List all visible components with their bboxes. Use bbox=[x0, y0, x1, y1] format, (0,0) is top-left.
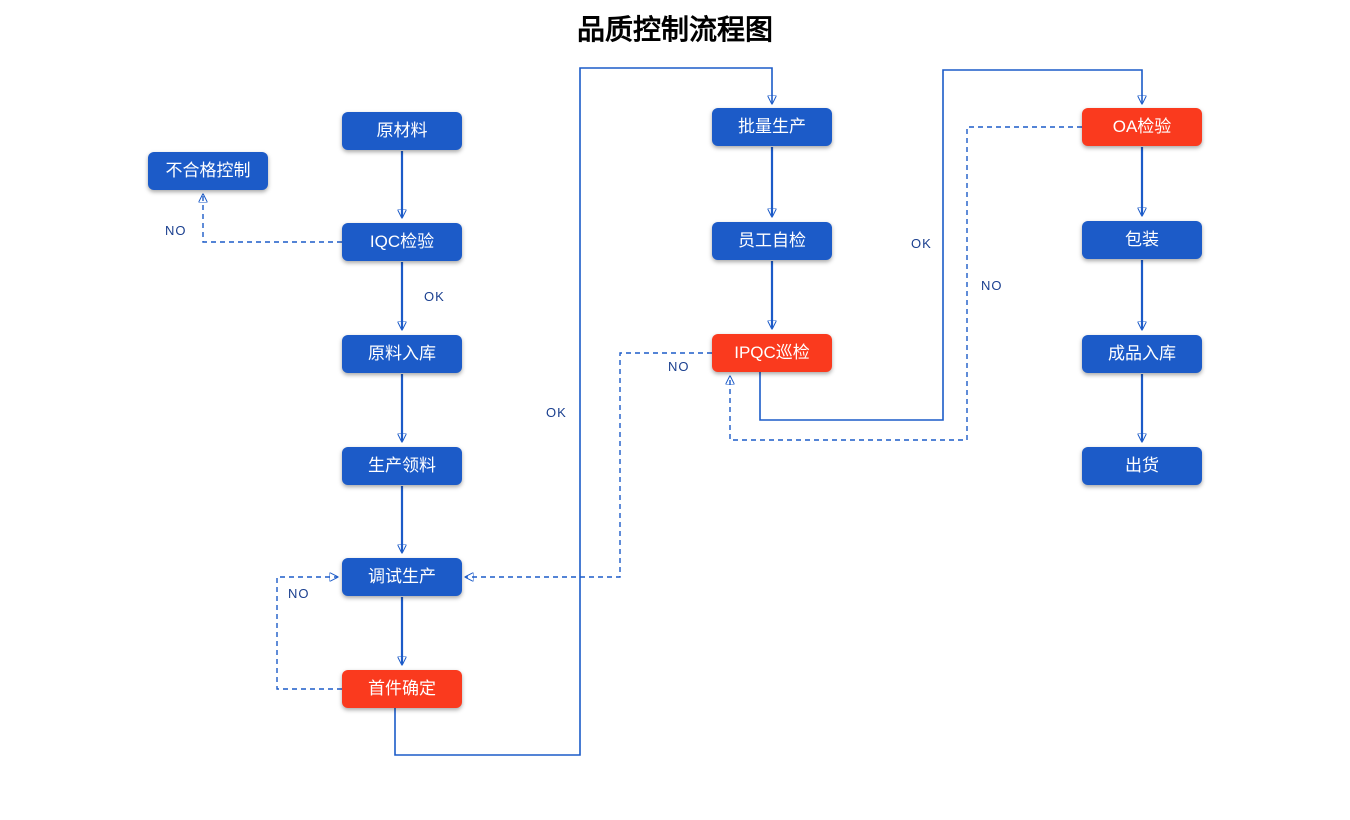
node-shipment: 出货 bbox=[1082, 447, 1202, 485]
route-oa-no-to-ipqc bbox=[730, 126, 1082, 441]
label-first-ok: OK bbox=[546, 405, 567, 420]
node-iqc-inspection: IQC检验 bbox=[342, 223, 462, 261]
label-iqc-ok: OK bbox=[424, 289, 445, 304]
route-first-article-ok-to-mass-production bbox=[394, 67, 772, 756]
label-oa-no: NO bbox=[981, 278, 1003, 293]
label-first-no: NO bbox=[288, 586, 310, 601]
node-production-picking: 生产领料 bbox=[342, 447, 462, 485]
node-first-article: 首件确定 bbox=[342, 670, 462, 708]
label-ipqc-no: NO bbox=[668, 359, 690, 374]
node-oa-inspection: OA检验 bbox=[1082, 108, 1202, 146]
diagram-title: 品质控制流程图 bbox=[576, 15, 773, 46]
node-self-inspection: 员工自检 bbox=[712, 222, 832, 260]
route-ipqc-ok-to-oa-inspection bbox=[759, 69, 1142, 421]
node-trial-production: 调试生产 bbox=[342, 558, 462, 596]
label-iqc-no: NO bbox=[165, 223, 187, 238]
node-mass-production: 批量生产 bbox=[712, 108, 832, 146]
node-material-storage: 原料入库 bbox=[342, 335, 462, 373]
label-ipqc-ok: OK bbox=[911, 236, 932, 251]
route-first-article-no-to-trial bbox=[276, 577, 342, 690]
node-ipqc-patrol: IPQC巡检 bbox=[712, 334, 832, 372]
node-finished-storage: 成品入库 bbox=[1082, 335, 1202, 373]
route-iqc-no-to-defect-control bbox=[203, 195, 342, 243]
route-ipqc-no-to-trial bbox=[466, 352, 712, 577]
node-packaging: 包装 bbox=[1082, 221, 1202, 259]
node-defect-control: 不合格控制 bbox=[148, 152, 268, 190]
node-raw-material: 原材料 bbox=[342, 112, 462, 150]
